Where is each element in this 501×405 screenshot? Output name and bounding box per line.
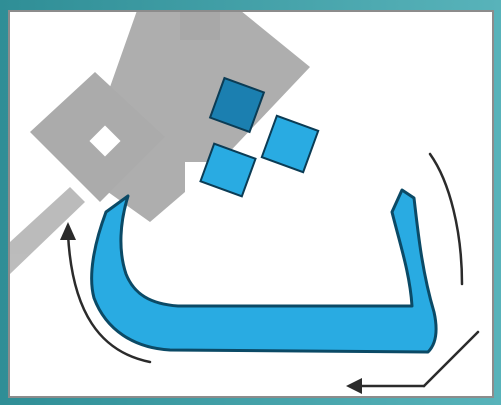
letter-card: [8, 10, 494, 398]
right-curve-guide: [430, 154, 462, 284]
up-arrow-icon: [60, 222, 76, 240]
left-arrow-icon: [346, 378, 362, 394]
dot-right: [262, 116, 318, 172]
letter-illustration: [10, 12, 492, 396]
grey-logo-watermark-icon: [10, 12, 310, 274]
